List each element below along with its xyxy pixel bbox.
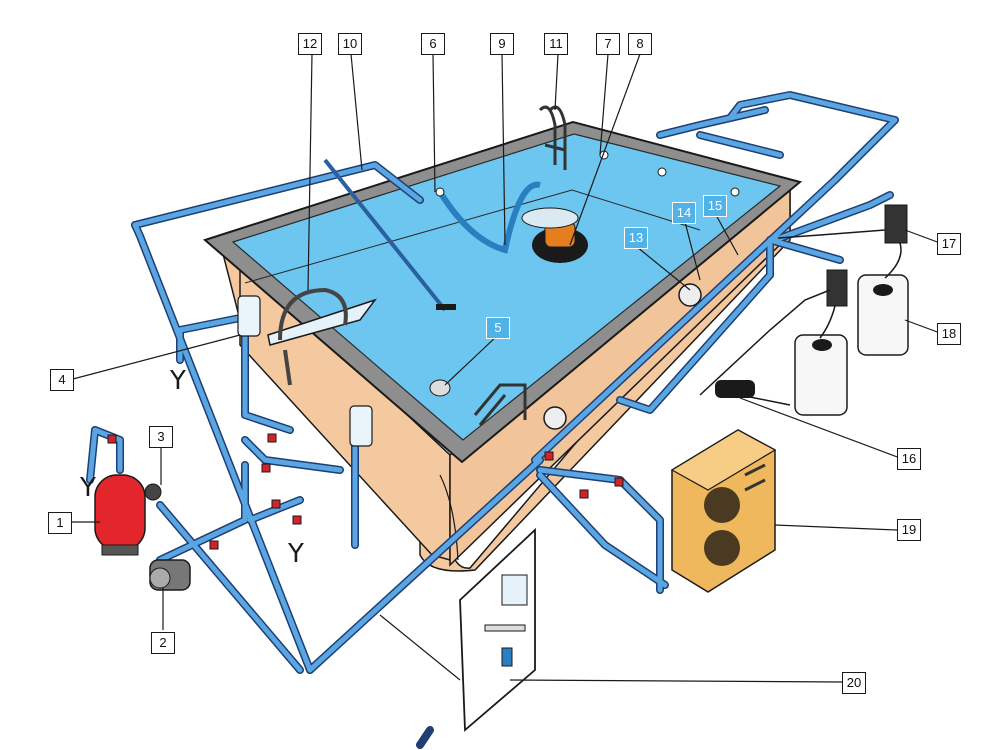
valve-icon bbox=[271, 499, 281, 509]
callout-label-pole: 10 bbox=[338, 33, 362, 55]
drain-symbol: Y bbox=[288, 539, 304, 569]
callout-label-dosing-pump: 17 bbox=[937, 233, 961, 255]
dosing-pumps bbox=[826, 204, 908, 307]
inlet-icon bbox=[435, 187, 445, 197]
inlet-icon bbox=[657, 167, 667, 177]
filter-cartridge-icon bbox=[501, 647, 513, 667]
callout-label-ladder: 11 bbox=[544, 33, 568, 55]
pump bbox=[149, 559, 191, 591]
ladder bbox=[538, 105, 567, 170]
callout-label-chemical-tank: 18 bbox=[937, 323, 961, 345]
side-ladder bbox=[473, 383, 527, 426]
electrolysis-cell bbox=[715, 380, 755, 398]
skimmer-icon bbox=[237, 295, 261, 337]
callout-label-pump: 2 bbox=[151, 632, 175, 654]
skimmer-icon bbox=[349, 405, 373, 447]
callout-label-valve: 3 bbox=[149, 426, 173, 448]
light-icon bbox=[543, 406, 567, 430]
callout-label-cleaner: 8 bbox=[628, 33, 652, 55]
drain-symbol: Y bbox=[80, 473, 96, 503]
valve-icon bbox=[614, 477, 624, 487]
callout-label-sensor: 14 bbox=[672, 202, 696, 224]
valve-icon bbox=[579, 489, 589, 499]
callout-label-electrolysis: 16 bbox=[897, 448, 921, 470]
pool-water bbox=[231, 133, 782, 441]
inlets bbox=[435, 150, 740, 197]
callout-label-hose: 9 bbox=[490, 33, 514, 55]
leader-lines bbox=[70, 53, 941, 683]
callout-label-inlet: 6 bbox=[421, 33, 445, 55]
dosing-pump-icon bbox=[884, 204, 908, 244]
main-drain-icon bbox=[429, 379, 451, 397]
callout-label-heat-pump: 19 bbox=[897, 519, 921, 541]
dosing-pump-icon bbox=[826, 269, 848, 307]
callout-label-overflow: 15 bbox=[703, 195, 727, 217]
valves bbox=[107, 433, 624, 550]
dosing-cables bbox=[699, 229, 902, 406]
pool-lights bbox=[543, 283, 702, 430]
heat-pump bbox=[670, 429, 777, 593]
callout-label-diving-board: 12 bbox=[298, 33, 322, 55]
cleaner bbox=[437, 181, 588, 263]
valve-icon bbox=[544, 451, 554, 461]
light-icon bbox=[678, 283, 702, 307]
valve-icon bbox=[261, 463, 271, 473]
callout-label-return: 7 bbox=[596, 33, 620, 55]
callout-label-light: 13 bbox=[624, 227, 648, 249]
chemical-tanks bbox=[794, 274, 909, 416]
drain-symbol: Y bbox=[170, 366, 186, 396]
inlet-icon bbox=[730, 187, 740, 197]
valve-icon bbox=[267, 433, 277, 443]
callout-label-filter: 1 bbox=[48, 512, 72, 534]
pole-brush bbox=[323, 158, 447, 312]
pool-coping bbox=[202, 120, 803, 464]
valve-icon bbox=[209, 540, 219, 550]
valve-icon bbox=[107, 434, 117, 444]
sand-filter bbox=[94, 474, 162, 556]
control-unit-icon bbox=[501, 574, 528, 606]
callout-label-control-panel: 20 bbox=[842, 672, 866, 694]
callout-label-main-drain: 5 bbox=[486, 317, 510, 339]
callout-label-skimmer: 4 bbox=[50, 369, 74, 391]
skimmers bbox=[237, 295, 373, 447]
valve-icon bbox=[292, 515, 302, 525]
brush-head bbox=[436, 304, 456, 310]
diving-board bbox=[267, 287, 378, 386]
